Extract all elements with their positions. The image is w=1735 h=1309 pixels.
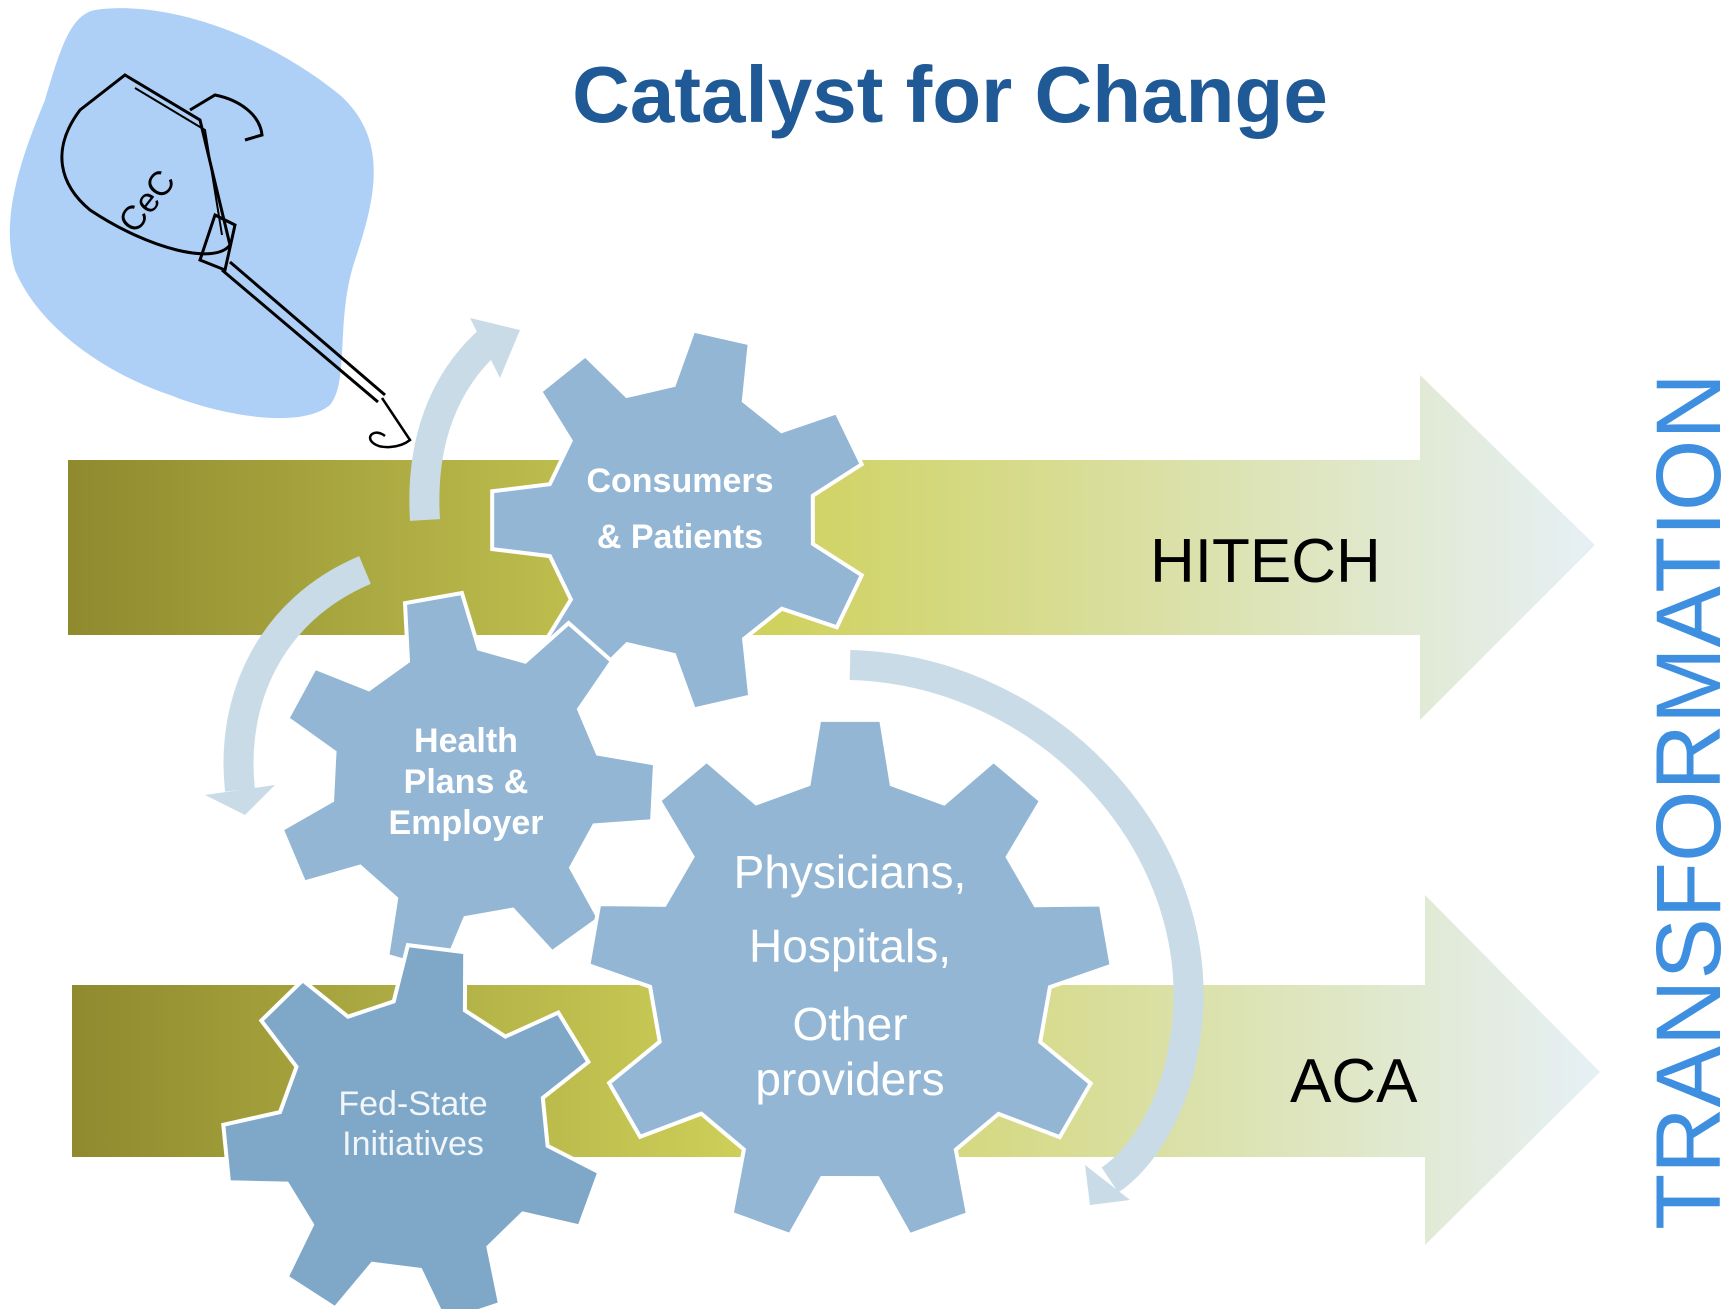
consumers-line-2: & Patients	[597, 518, 763, 556]
cycle-arrow-right	[849, 650, 1204, 1205]
oil-can-icon: CeC	[9, 8, 412, 449]
gear-fed-state-label: Fed-State Initiatives	[338, 1085, 487, 1163]
gear-physicians	[586, 717, 1114, 1238]
gear-health-plans	[279, 590, 658, 975]
physicians-line-2: Hospitals,	[749, 920, 951, 972]
fed-state-line-2: Initiatives	[342, 1125, 484, 1163]
gear-health-plans-label: Health Plans & Employer	[389, 722, 544, 842]
cycle-arrow-left	[205, 556, 372, 815]
health-plans-line-3: Employer	[389, 804, 544, 842]
aca-label: ACA	[1290, 1047, 1418, 1116]
gear-consumers-label: Consumers & Patients	[586, 462, 773, 556]
page-title: Catalyst for Change	[572, 50, 1328, 139]
health-plans-line-1: Health	[414, 722, 518, 760]
consumers-line-1: Consumers	[586, 462, 773, 500]
cycle-arrow-top	[409, 318, 520, 521]
health-plans-line-2: Plans &	[404, 763, 529, 801]
hitech-label: HITECH	[1150, 527, 1381, 596]
physicians-line-3: Other	[792, 998, 907, 1050]
gear-fed-state	[221, 942, 602, 1309]
fed-state-line-1: Fed-State	[338, 1085, 487, 1123]
physicians-line-4: providers	[755, 1053, 944, 1105]
physicians-line-1: Physicians,	[734, 846, 967, 898]
gear-physicians-label: Physicians, Hospitals, Other providers	[734, 846, 967, 1105]
transformation-label: TRANSFORMATION	[1638, 373, 1735, 1230]
